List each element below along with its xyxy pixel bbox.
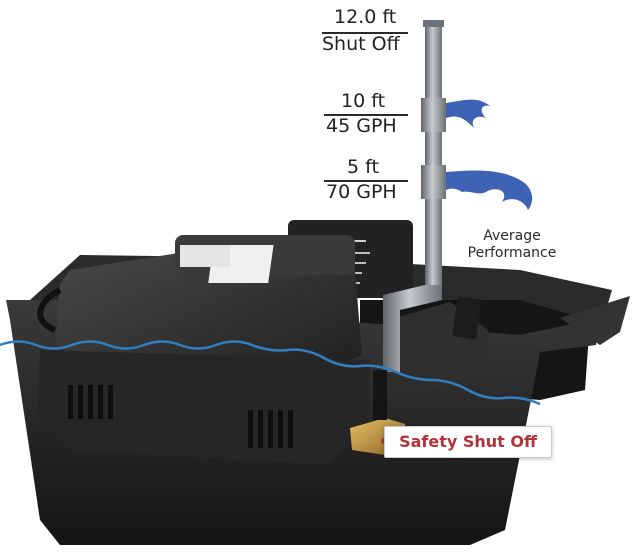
- level-2-divider: [324, 114, 408, 116]
- performance-label: Average Performance: [460, 228, 564, 262]
- tank-right-flange: [560, 296, 630, 345]
- discharge-pipe-elbow: [383, 285, 442, 372]
- performance-label-line-1: Average: [483, 228, 541, 244]
- level-1-divider: [322, 32, 408, 34]
- pump-base: [38, 350, 370, 465]
- level-3-rate: 70 GPH: [326, 181, 397, 203]
- water-spray-10ft: [446, 99, 490, 128]
- water-line: [0, 340, 541, 406]
- pump-vents: [68, 385, 293, 448]
- level-3-divider: [324, 180, 408, 182]
- safety-shutoff-callout: Safety Shut Off: [384, 426, 552, 458]
- water-spray-5ft: [446, 170, 533, 210]
- pipe-coupling-5ft: [421, 165, 446, 199]
- pipe-coupling-10ft: [421, 98, 446, 132]
- level-1-height: 12.0 ft: [334, 6, 397, 28]
- level-1-rate: Shut Off: [322, 33, 400, 55]
- level-3-height: 5 ft: [347, 156, 379, 178]
- pump-brand-label: [180, 245, 230, 267]
- valve-hose: [373, 370, 387, 420]
- pump-cord: [37, 287, 62, 333]
- performance-label-line-2: Performance: [467, 245, 557, 261]
- pipe-cap: [423, 20, 444, 27]
- level-2-height: 10 ft: [341, 90, 386, 112]
- level-2-rate: 45 GPH: [326, 115, 397, 137]
- float-arm: [452, 296, 482, 340]
- discharge-pipe-vertical: [425, 22, 442, 297]
